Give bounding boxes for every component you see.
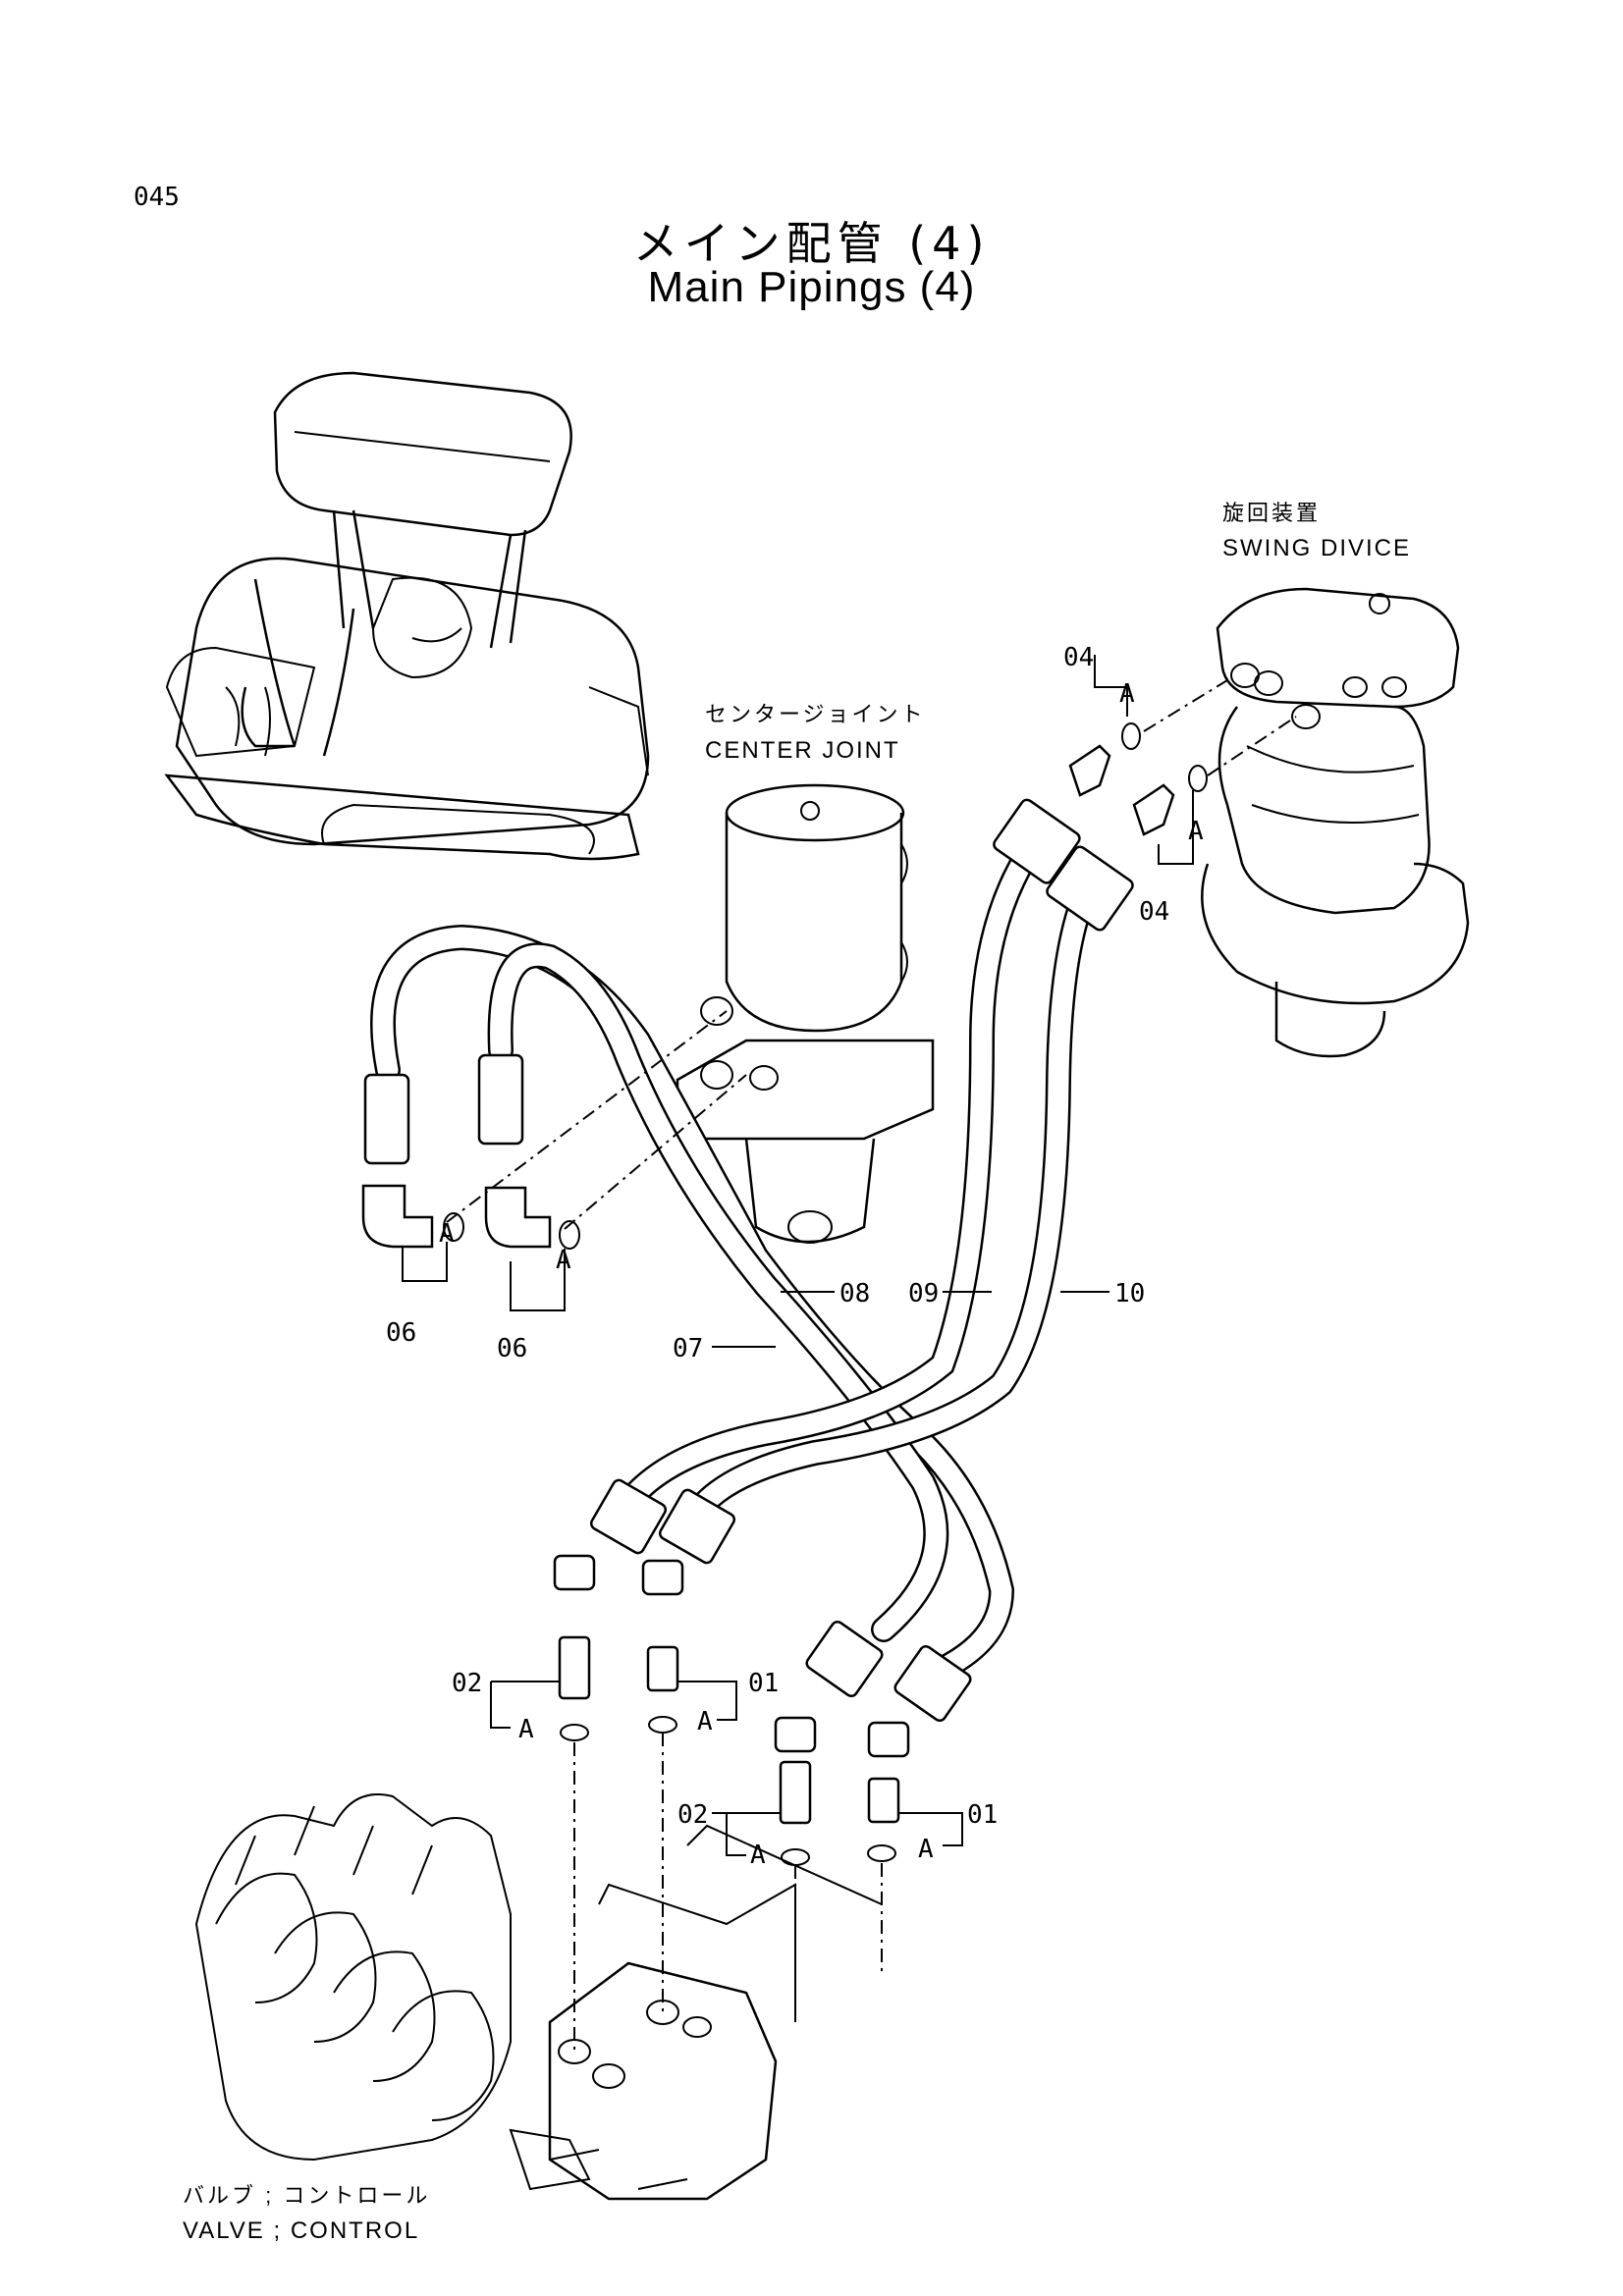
part-label-07: 07: [673, 1334, 703, 1363]
part-label-06-right: 06: [497, 1334, 527, 1363]
oring-label-a-5: A: [518, 1715, 534, 1744]
swing-device-label-en: SWING DIVICE: [1222, 535, 1411, 561]
swing-device-label-jp: 旋回装置: [1222, 501, 1321, 525]
part-number-labels: 04 04 06 06 07 08 09 10 02 01 02 01: [386, 643, 1169, 1830]
center-joint-label-en: CENTER JOINT: [705, 737, 900, 764]
page-title-japanese: メイン配管 (4): [632, 217, 991, 270]
label-leader-lines: [402, 655, 1194, 1856]
o-ring-a-labels: A A A A A A A A: [439, 679, 1204, 1870]
page-title-english: Main Pipings (4): [647, 263, 976, 311]
oring-label-a-3: A: [439, 1219, 455, 1249]
part-label-04-bottom: 04: [1139, 897, 1169, 927]
part-label-04-top: 04: [1063, 643, 1094, 672]
control-valve-label-en: VALVE ; CONTROL: [183, 2217, 419, 2244]
part-label-01-lower: 01: [967, 1800, 998, 1830]
part-label-09: 09: [908, 1279, 939, 1308]
adapter-fittings: [558, 1635, 900, 1866]
oring-label-a-7: A: [750, 1841, 766, 1870]
oring-label-a-6: A: [697, 1707, 713, 1736]
elbow-fittings-06: [361, 1184, 580, 1250]
center-joint-label-jp: センタージョイント: [705, 702, 926, 726]
excavator-overview-illustration: [164, 371, 650, 861]
connection-centerlines: [446, 676, 1297, 2052]
part-label-02-lower: 02: [677, 1800, 708, 1830]
hose-assemblies: [370, 822, 1103, 1682]
page-number: 045: [134, 183, 180, 212]
center-joint-illustration: センタージョイント CENTER JOINT: [676, 702, 935, 1244]
oring-label-a-8: A: [918, 1835, 934, 1864]
hose-end-fittings: [363, 798, 1134, 1758]
oring-label-a-2: A: [1188, 817, 1204, 846]
control-valve-label-jp: バルブ ; コントロール: [183, 2183, 430, 2208]
elbow-fittings-04: [1068, 722, 1208, 836]
part-label-06-left: 06: [386, 1318, 416, 1348]
oring-label-a-4: A: [556, 1246, 571, 1275]
control-valve-illustration: バルブ ; コントロール VALVE ; CONTROL: [183, 1793, 778, 2244]
part-label-10: 10: [1114, 1279, 1145, 1308]
part-label-02-upper: 02: [452, 1669, 482, 1698]
oring-label-a-1: A: [1119, 679, 1135, 709]
part-label-08: 08: [839, 1279, 870, 1308]
swing-device-illustration: 旋回装置 SWING DIVICE: [1201, 501, 1470, 1058]
part-label-01-upper: 01: [748, 1669, 779, 1698]
